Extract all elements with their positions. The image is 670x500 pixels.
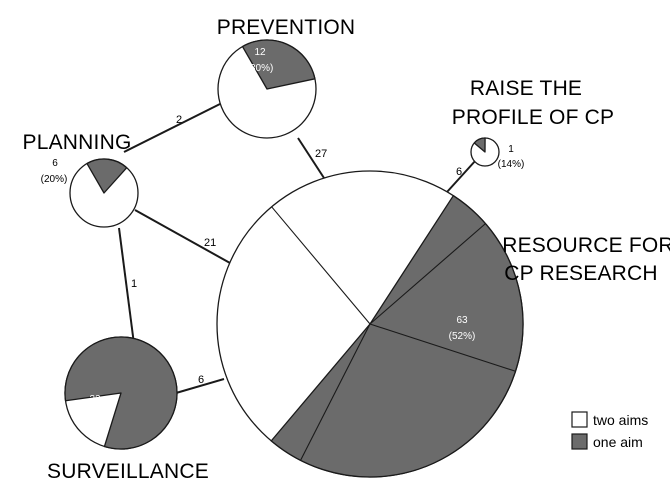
resource-title-line2: CP RESEARCH	[504, 262, 658, 285]
resource-sector-divider	[369, 223, 486, 325]
resource-count: 63	[456, 315, 468, 326]
edge-surveillance-resource	[175, 378, 225, 394]
raise-profile-title-line2: PROFILE OF CP	[452, 106, 614, 129]
prevention-one-aim-slice	[241, 39, 316, 90]
resource-percent: (52%)	[449, 331, 476, 342]
raise-profile-percent: (14%)	[498, 159, 525, 170]
legend-label-one-aim: one aim	[593, 434, 643, 450]
legend-swatch-one-aim	[571, 433, 588, 450]
planning-title: PLANNING	[23, 131, 132, 154]
edges	[118, 103, 477, 394]
prevention-count: 12	[254, 47, 266, 58]
legend: two aims one aim	[571, 411, 648, 450]
node-resource-pie	[216, 170, 524, 478]
raise_profile-one-aim-slice	[473, 137, 486, 153]
edge-planning-prevention	[123, 103, 221, 153]
resource-title-line1: RESOURCE FOR	[502, 234, 670, 257]
node-raise-profile-pie	[470, 137, 500, 167]
prevention-percent: (30%)	[247, 63, 274, 74]
edge-label-prevention-resource: 27	[315, 148, 327, 160]
surveillance-one-aim-slice	[64, 336, 178, 450]
edge-prevention-resource	[297, 137, 325, 179]
edge-label-surveillance-resource: 6	[198, 374, 204, 386]
edge-labels: 2 27 6 21 1 6	[131, 114, 462, 386]
edge-planning-surveillance	[118, 227, 135, 345]
raise-profile-count: 1	[508, 144, 514, 155]
node-surveillance-pie	[64, 336, 178, 450]
edge-label-planning-prevention: 2	[176, 114, 182, 126]
node-names: PREVENTION PLANNING RAISE THE PROFILE OF…	[23, 16, 670, 483]
node-planning-pie	[69, 158, 139, 228]
resource-one-aim-slice	[270, 195, 524, 478]
raise-profile-title-line1: RAISE THE	[470, 77, 582, 100]
resource-sector-divider	[369, 323, 516, 372]
surveillance-count: 32	[89, 394, 101, 405]
node-prevention-pie	[217, 39, 317, 139]
legend-label-two-aims: two aims	[593, 412, 648, 428]
resource-sector-divider	[271, 206, 371, 325]
surveillance-title: SURVEILLANCE	[47, 460, 209, 483]
edge-raise-profile-resource	[446, 159, 477, 193]
edge-label-planning-surveillance: 1	[131, 278, 137, 290]
edge-label-raise-profile-resource: 6	[456, 166, 462, 178]
planning-percent: (20%)	[41, 174, 68, 185]
planning-one-aim-slice	[86, 158, 128, 194]
legend-swatch-two-aims	[571, 411, 588, 428]
planning-count: 6	[52, 158, 58, 169]
node-values: 12 (30%) 6 (20%) 1 (14%) 63 (52%) 32 (82…	[41, 47, 525, 421]
edge-planning-resource	[134, 209, 231, 264]
prevention-title: PREVENTION	[217, 16, 356, 39]
resource-sector-divider	[300, 323, 371, 461]
surveillance-percent: (82%)	[82, 410, 109, 421]
edge-label-planning-resource: 21	[204, 237, 216, 249]
